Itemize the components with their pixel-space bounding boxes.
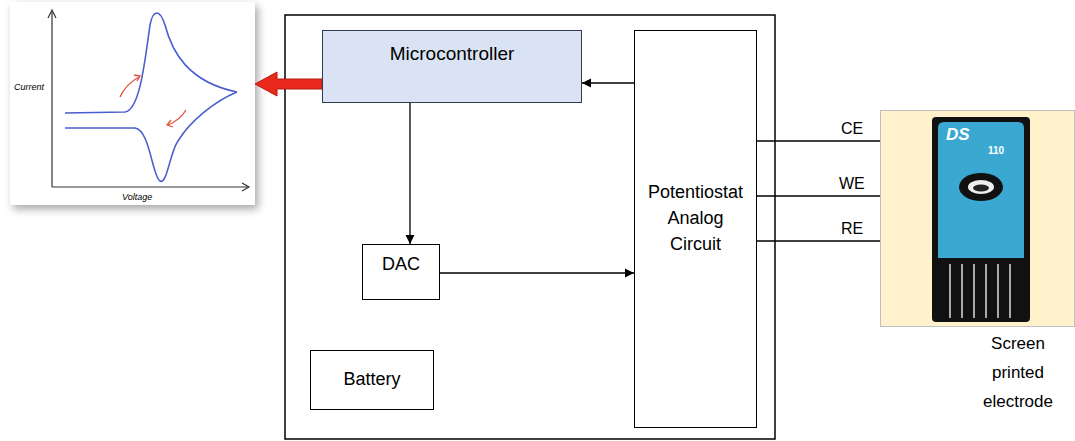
brand-mark: DS	[946, 125, 970, 145]
electrode-holder: Screen printed electrode	[880, 110, 1075, 327]
scan-direction-head	[167, 120, 173, 127]
electrode-wire	[757, 195, 880, 196]
electrode-caption: Screen printed electrode	[968, 329, 1068, 416]
cv-curve-lower	[65, 92, 237, 181]
electrode-strip-label-area	[938, 122, 1024, 258]
x-axis-head	[242, 183, 249, 191]
device-housing	[285, 15, 775, 439]
y-axis-head	[48, 10, 56, 18]
wire-label: WE	[839, 175, 865, 193]
signal-arrow	[409, 103, 410, 244]
scan-direction-arrow	[168, 110, 186, 125]
signal-arrow	[440, 272, 634, 273]
cv-curve-upper	[65, 13, 237, 113]
wire-label: CE	[841, 120, 863, 138]
scan-direction-arrow	[120, 77, 139, 97]
electrode-strip	[932, 117, 1030, 322]
model-number: 110	[988, 145, 1004, 156]
output-block-arrow	[255, 72, 322, 96]
microcontroller-box: Microcontroller	[322, 30, 582, 103]
axis-label: Current	[14, 82, 44, 92]
box-label: Potentiostat Analog Circuit	[643, 179, 748, 257]
battery-box: Battery	[310, 350, 434, 410]
box-label: Microcontroller	[390, 43, 515, 66]
box-label: Battery	[343, 369, 400, 391]
electrode-center	[973, 185, 989, 192]
dac-box: DAC	[362, 244, 440, 300]
box-label: DAC	[382, 254, 420, 276]
electrode-ring	[959, 173, 1003, 201]
electrode-wire	[757, 140, 880, 141]
y-axis	[51, 12, 52, 187]
plot-card	[10, 2, 255, 205]
electrode-traces	[950, 264, 1010, 318]
wire-label: RE	[841, 220, 863, 238]
potentiostat-box: Potentiostat Analog Circuit	[634, 30, 757, 428]
cv-plot-inset: CurrentVoltage	[10, 2, 255, 205]
axis-label: Voltage	[122, 192, 152, 202]
scan-direction-head	[134, 75, 140, 81]
electrode-holder-ground	[881, 111, 1075, 327]
electrode-wire	[757, 240, 880, 241]
signal-arrow	[582, 82, 634, 83]
x-axis	[52, 186, 248, 187]
electrode-working-area	[968, 180, 994, 194]
